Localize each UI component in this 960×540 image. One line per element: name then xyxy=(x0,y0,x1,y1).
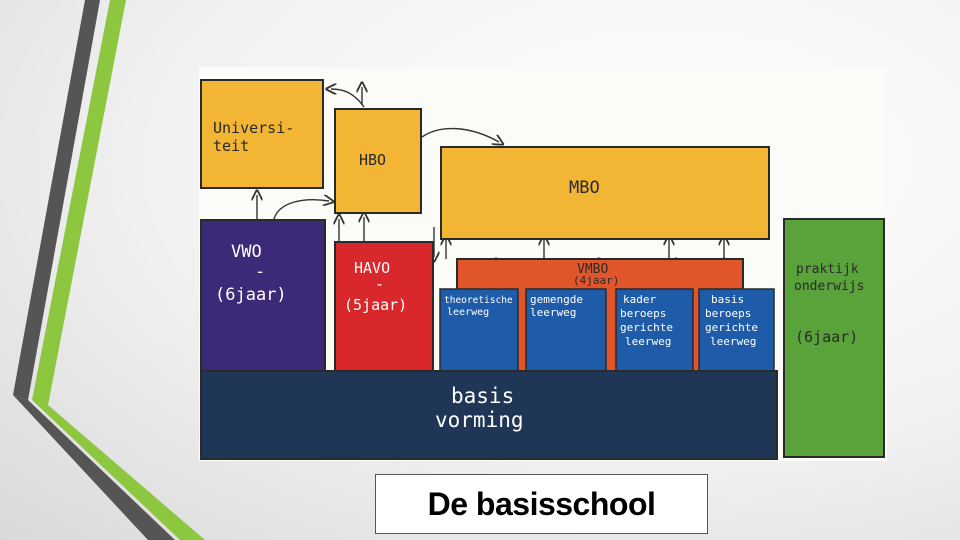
decor-green-diagonal xyxy=(32,400,205,540)
basisvorming-label-2: vorming xyxy=(435,408,524,432)
praktijk-label-2: onderwijs xyxy=(794,279,864,294)
basis-bg-label-4: leerweg xyxy=(710,335,756,348)
theoretische-label-2: leerweg xyxy=(447,307,489,318)
basisvorming-label-1: basis xyxy=(451,384,514,408)
basisvorming-box xyxy=(200,370,778,460)
vwo-box xyxy=(200,219,326,374)
vwo-dash: - xyxy=(255,262,265,282)
hbo-label: HBO xyxy=(359,151,386,169)
gemengde-label-2: leerweg xyxy=(530,306,576,319)
decor-green-stripe xyxy=(32,0,126,405)
universiteit-box xyxy=(200,79,324,189)
universiteit-label-2: teit xyxy=(213,137,249,155)
havo-label: HAVO xyxy=(354,259,390,277)
kader-label-1: kader xyxy=(623,293,656,306)
praktijkonderwijs-box xyxy=(783,218,885,458)
school-system-diagram: Universi-teit HBO MBO VWO - (6jaar) HAVO… xyxy=(199,67,887,461)
vwo-duration: (6jaar) xyxy=(215,285,287,305)
kader-label-2: beroeps xyxy=(620,307,666,320)
gemengde-label: gemengde xyxy=(530,293,583,306)
praktijk-duration: (6jaar) xyxy=(795,328,858,346)
caption-box: De basisschool xyxy=(375,474,708,534)
mbo-box xyxy=(440,146,770,240)
vmbo-label: VMBO xyxy=(577,262,608,277)
havo-box xyxy=(334,241,434,374)
havo-dash: - xyxy=(375,275,384,293)
vmbo-duration: (4jaar) xyxy=(573,274,619,287)
kader-label-3: gerichte xyxy=(620,321,673,334)
decor-gray-stripe xyxy=(13,0,100,400)
mbo-label: MBO xyxy=(569,178,600,198)
vwo-label: VWO xyxy=(231,242,262,262)
theoretische-label: theoretische xyxy=(444,295,513,306)
basis-bg-label-1: basis xyxy=(711,293,744,306)
praktijk-label-1: praktijk xyxy=(796,262,859,277)
basis-bg-label-2: beroeps xyxy=(705,307,751,320)
kader-leerweg-box xyxy=(615,288,694,372)
hbo-box xyxy=(334,108,422,214)
decor-gray-diagonal xyxy=(13,395,175,540)
havo-duration: (5jaar) xyxy=(344,296,407,314)
basis-bg-label-3: gerichte xyxy=(705,321,758,334)
kader-label-4: leerweg xyxy=(625,335,671,348)
basis-leerweg-box xyxy=(698,288,775,372)
gemengde-leerweg-box xyxy=(525,288,607,372)
universiteit-label-1: Universi- xyxy=(213,119,294,137)
